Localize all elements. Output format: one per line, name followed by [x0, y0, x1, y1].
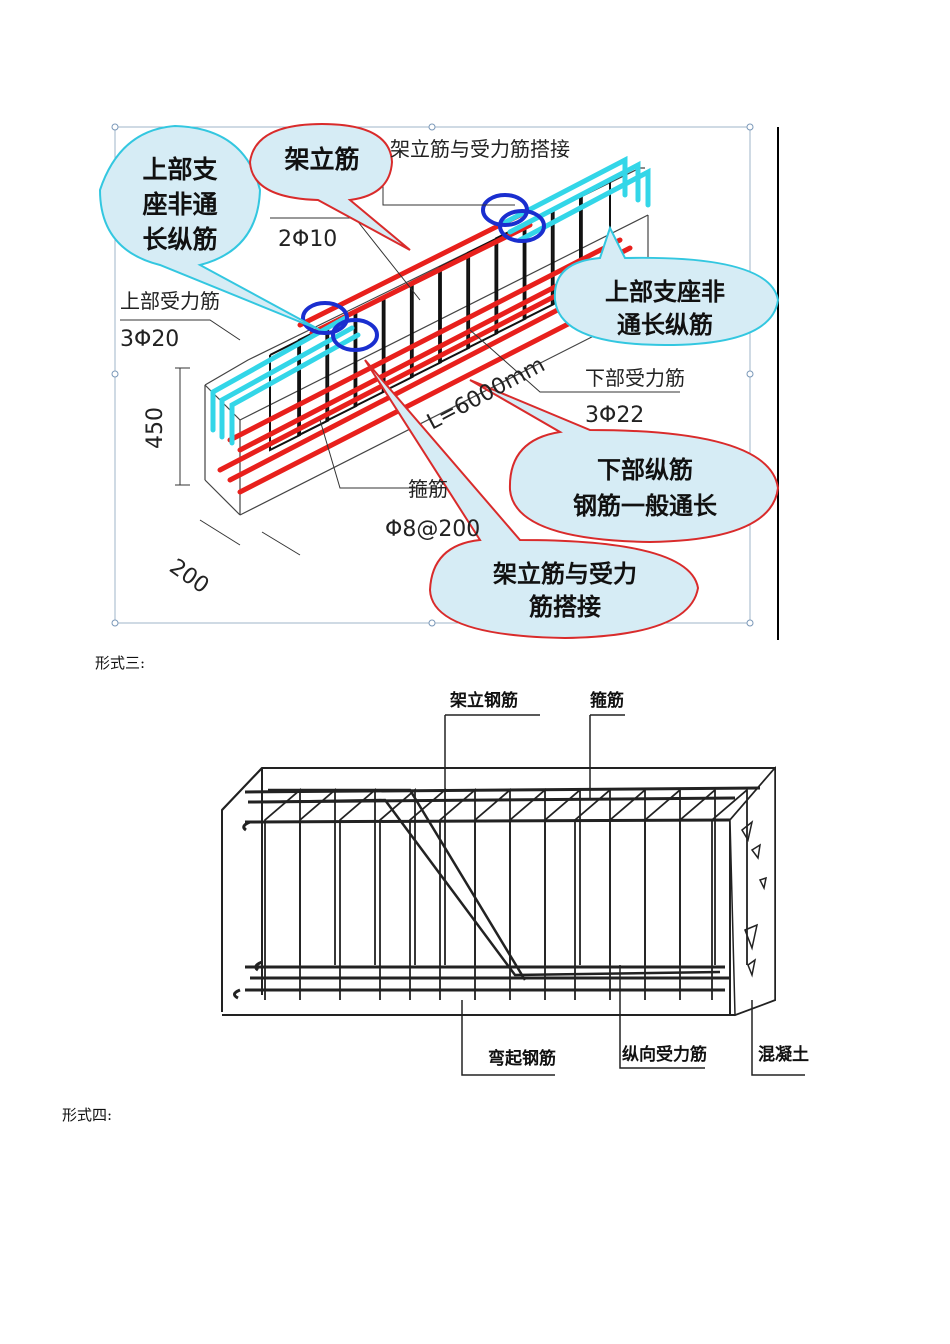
- callout-right-support-line1: 上部支座非: [605, 278, 725, 306]
- concrete-box: [221, 767, 776, 1016]
- callout-right-support-line2: 通长纵筋: [617, 311, 713, 339]
- stirrups: [264, 788, 748, 1000]
- aggregate-marks: [741, 820, 767, 978]
- beam-reinforcement-diagram-1: 上部支 座非通 长纵筋 架立筋 上部支座非 通长纵筋 下部纵筋 钢筋一般通长 架…: [98, 122, 780, 640]
- callout-erection-bar: [248, 122, 411, 251]
- label-longitudinal-bar: 纵向受力筋: [622, 1044, 707, 1065]
- label-erection-spec: 2Φ10: [278, 227, 337, 252]
- label-width: 200: [165, 554, 214, 599]
- callout-bottom-long-line2: 钢筋一般通长: [573, 492, 718, 520]
- label-stirrup-title: 箍筋: [408, 477, 448, 501]
- bar-hooks: [233, 820, 263, 1000]
- callout-bottom-long-line1: 下部纵筋: [597, 456, 693, 484]
- top-support-bars: [210, 155, 651, 446]
- bottom-longitudinal-bars: [245, 965, 730, 992]
- stirrup: [609, 788, 646, 1000]
- stirrup: [439, 788, 476, 1000]
- callout-top-support-line2: 座非通: [142, 190, 217, 219]
- heading-form-3: 形式三:: [95, 654, 146, 672]
- label-bottom-bar-spec: 3Φ22: [585, 403, 644, 428]
- callout-erection-bar-text: 架立筋: [284, 145, 359, 174]
- stirrup: [544, 788, 581, 1000]
- stirrup: [574, 788, 611, 1000]
- callout-top-support-line3: 长纵筋: [142, 225, 217, 254]
- stirrup: [509, 788, 546, 1000]
- label-erection-steel: 架立钢筋: [450, 690, 518, 711]
- concrete-end-face: [729, 765, 776, 1017]
- label-bent-bar: 弯起钢筋: [488, 1048, 556, 1069]
- label-height: 450: [143, 407, 168, 449]
- stirrup: [644, 788, 681, 1000]
- callout-lap-line1: 架立筋与受力: [493, 560, 637, 588]
- label-lap-top: 架立筋与受力筋搭接: [390, 137, 570, 161]
- label-concrete: 混凝土: [758, 1044, 809, 1065]
- callout-lap-line2: 筋搭接: [528, 593, 601, 621]
- label-stirrup: 箍筋: [590, 690, 624, 711]
- heading-form-4: 形式四:: [62, 1106, 113, 1124]
- bent-up-bar: [264, 788, 721, 981]
- label-top-bar-spec: 3Φ20: [120, 327, 179, 352]
- lap-rings: [301, 193, 546, 352]
- stirrup: [299, 788, 336, 1000]
- stirrup: [264, 788, 301, 1000]
- stirrup: [339, 788, 376, 1000]
- stirrup: [474, 788, 511, 1000]
- stirrup: [409, 788, 446, 1000]
- stirrup: [379, 788, 416, 1000]
- callout-bottom-long: [469, 379, 780, 544]
- stirrup: [711, 788, 748, 1000]
- label-bottom-bar-title: 下部受力筋: [585, 366, 685, 390]
- callout-top-support: [98, 124, 321, 331]
- callout-lap: [364, 359, 700, 640]
- callout-right-support: [553, 225, 780, 347]
- callout-top-support-line1: 上部支: [142, 155, 217, 184]
- label-top-bar-title: 上部受力筋: [120, 289, 220, 313]
- stirrup: [679, 788, 716, 1000]
- leader-lines-2: [444, 714, 805, 1076]
- frame-handles: [111, 123, 754, 627]
- top-longitudinal-bars: [244, 786, 761, 824]
- label-stirrup-spec: Φ8@200: [385, 517, 480, 542]
